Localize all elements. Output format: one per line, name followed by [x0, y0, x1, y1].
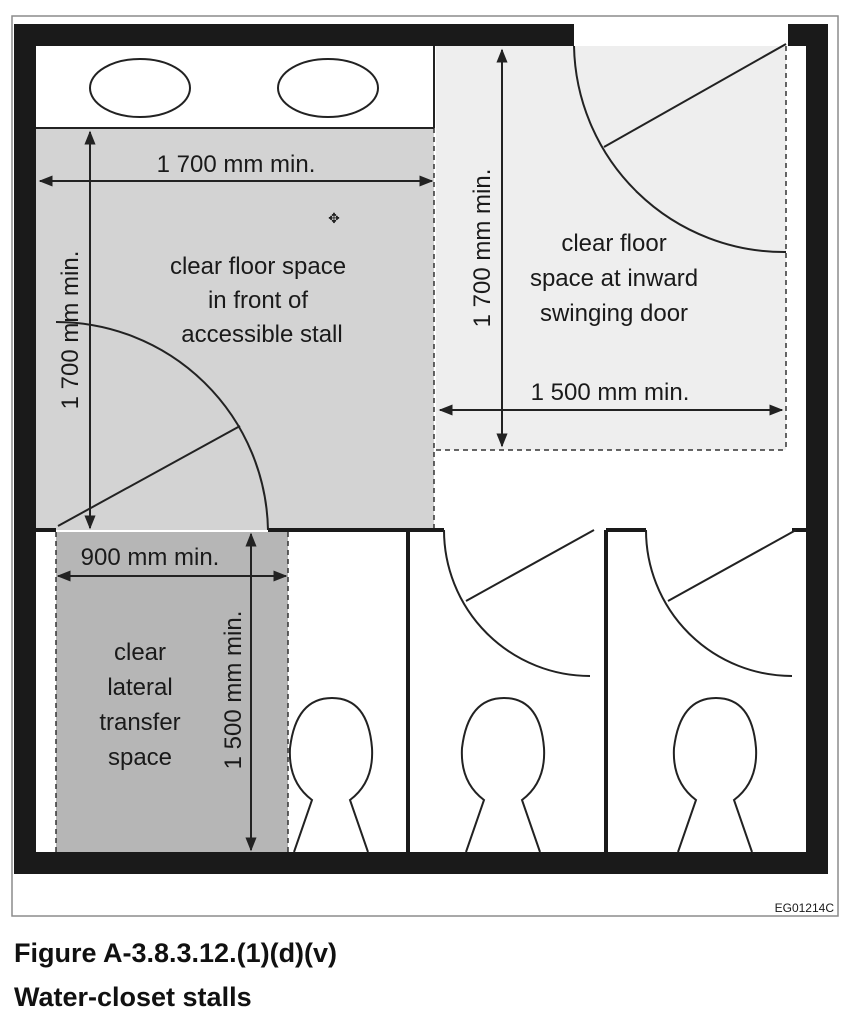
- dim-door-depth: 1 700 mm min.: [469, 169, 496, 328]
- door-space-area: [436, 46, 786, 450]
- dim-transfer-width: 900 mm min.: [81, 544, 220, 571]
- figure-number: Figure A-3.8.3.12.(1)(d)(v): [14, 938, 338, 968]
- sink-right: [277, 58, 379, 118]
- floor-space-label-line-1: clear floor space: [170, 253, 346, 280]
- toilet-1: [288, 696, 374, 853]
- door-space-label-line-3: swinging door: [540, 300, 688, 327]
- stall-partitions: [36, 528, 806, 852]
- room-walls: [14, 24, 828, 874]
- door-space-label-line-1: clear floor: [561, 230, 666, 257]
- stall-2-door-swing: [443, 529, 595, 677]
- floor-space-area: [36, 128, 434, 530]
- move-marker-icon: ✥: [328, 210, 340, 226]
- sink-left: [89, 58, 191, 118]
- stall-diagram: 1 700 mm min. 1 700 mm min. 1 700 mm min…: [11, 15, 839, 917]
- door-space-label-line-2: space at inward: [530, 265, 698, 292]
- dim-floor-width: 1 700 mm min.: [157, 151, 316, 178]
- entry-door-swing: [573, 43, 787, 254]
- transfer-space-label-line-1: clear: [114, 639, 166, 666]
- dimension-lines: [38, 48, 784, 852]
- toilet-3: [672, 696, 758, 853]
- dim-door-width: 1 500 mm min.: [531, 379, 690, 406]
- figure-code: EG01214C: [775, 901, 835, 915]
- transfer-space-label-line-4: space: [108, 744, 172, 771]
- floor-space-label-line-2: in front of: [208, 287, 308, 314]
- figure-title: Water-closet stalls: [14, 982, 252, 1012]
- transfer-space-label-line-3: transfer: [99, 709, 180, 736]
- transfer-space-label-line-2: lateral: [107, 674, 172, 701]
- stall-3-door-swing: [645, 529, 797, 677]
- toilet-2: [460, 696, 546, 853]
- dim-floor-depth: 1 700 mm min.: [57, 251, 84, 410]
- dim-transfer-depth: 1 500 mm min.: [220, 611, 247, 770]
- floor-space-label-line-3: accessible stall: [181, 321, 342, 348]
